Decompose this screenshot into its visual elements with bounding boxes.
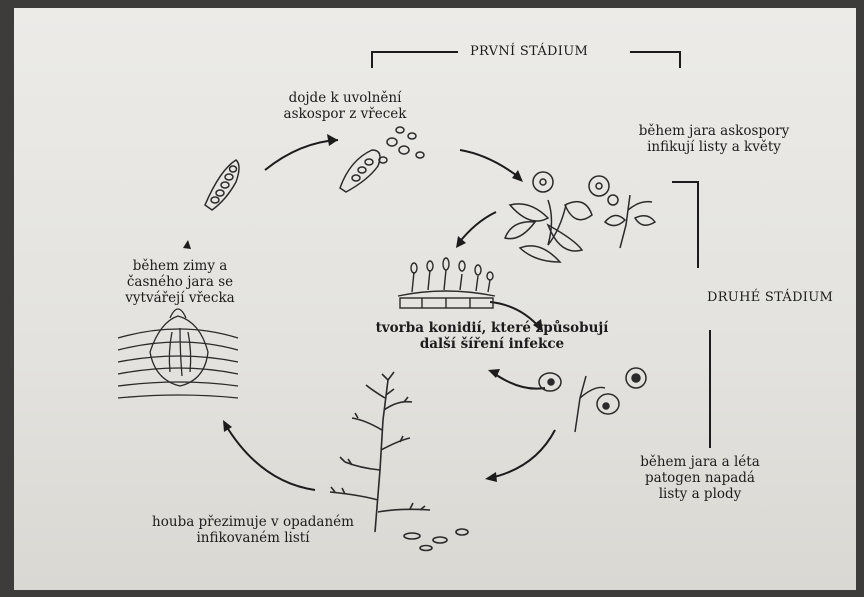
- arrowhead: [456, 236, 466, 248]
- second-stage-bracket: [672, 182, 710, 448]
- arrow-to-release: [265, 140, 338, 170]
- arrow-to-asci: [225, 424, 315, 490]
- arrowhead-small: [183, 240, 191, 249]
- ascus-illustration: [205, 160, 239, 210]
- spring-infection-label: během jara askospory infikují listy a kv…: [604, 123, 824, 155]
- label-line: tvorba konidií, které způsobují: [372, 320, 612, 336]
- label-line: infikovaném listí: [138, 530, 368, 546]
- asci-formation-label: během zimy a časného jara se vytvářejí v…: [105, 258, 255, 306]
- summer-infection-label: během jara a léta patogen napadá listy a…: [620, 454, 780, 502]
- conidiophores-illustration: [398, 258, 495, 308]
- cycle-arrows: [225, 140, 555, 490]
- arrow-back-to-conidia: [492, 372, 545, 389]
- infected-leaves-and-flowers-illustration: [505, 172, 655, 262]
- label-line: infikují listy a květy: [604, 139, 824, 155]
- infected-fruit-illustration: [539, 368, 646, 432]
- arrowhead: [223, 420, 232, 432]
- arrow-to-infection: [460, 150, 520, 178]
- label-line: dojde k uvolnění: [260, 90, 430, 106]
- label-line: houba přezimuje v opadaném: [138, 514, 368, 530]
- arrowhead: [512, 170, 523, 182]
- label-line: během jara a léta: [620, 454, 780, 470]
- label-line: askospor z vřecek: [260, 106, 430, 122]
- fruiting-body-illustration: [118, 309, 238, 398]
- arrowhead: [327, 134, 338, 146]
- label-line: časného jara se: [105, 274, 255, 290]
- label-line: patogen napadá: [620, 470, 780, 486]
- first-stage-label: PRVNÍ STÁDIUM: [470, 44, 588, 59]
- second-stage-label: DRUHÉ STÁDIUM: [707, 290, 833, 305]
- overwintering-label: houba přezimuje v opadaném infikovaném l…: [138, 514, 368, 546]
- arrow-to-overwinter: [490, 430, 555, 478]
- released-ascospores-illustration: [340, 127, 424, 192]
- label-line: listy a plody: [620, 486, 780, 502]
- label-line: během jara askospory: [604, 123, 824, 139]
- arrow-to-conidia: [458, 212, 496, 244]
- label-line: vytvářejí vřecka: [105, 290, 255, 306]
- arrowhead: [485, 472, 497, 482]
- conidia-spread-label: tvorba konidií, které způsobují další ší…: [372, 320, 612, 352]
- label-line: během zimy a: [105, 258, 255, 274]
- label-line: další šíření infekce: [372, 336, 612, 352]
- ascospore-release-label: dojde k uvolnění askospor z vřecek: [260, 90, 430, 122]
